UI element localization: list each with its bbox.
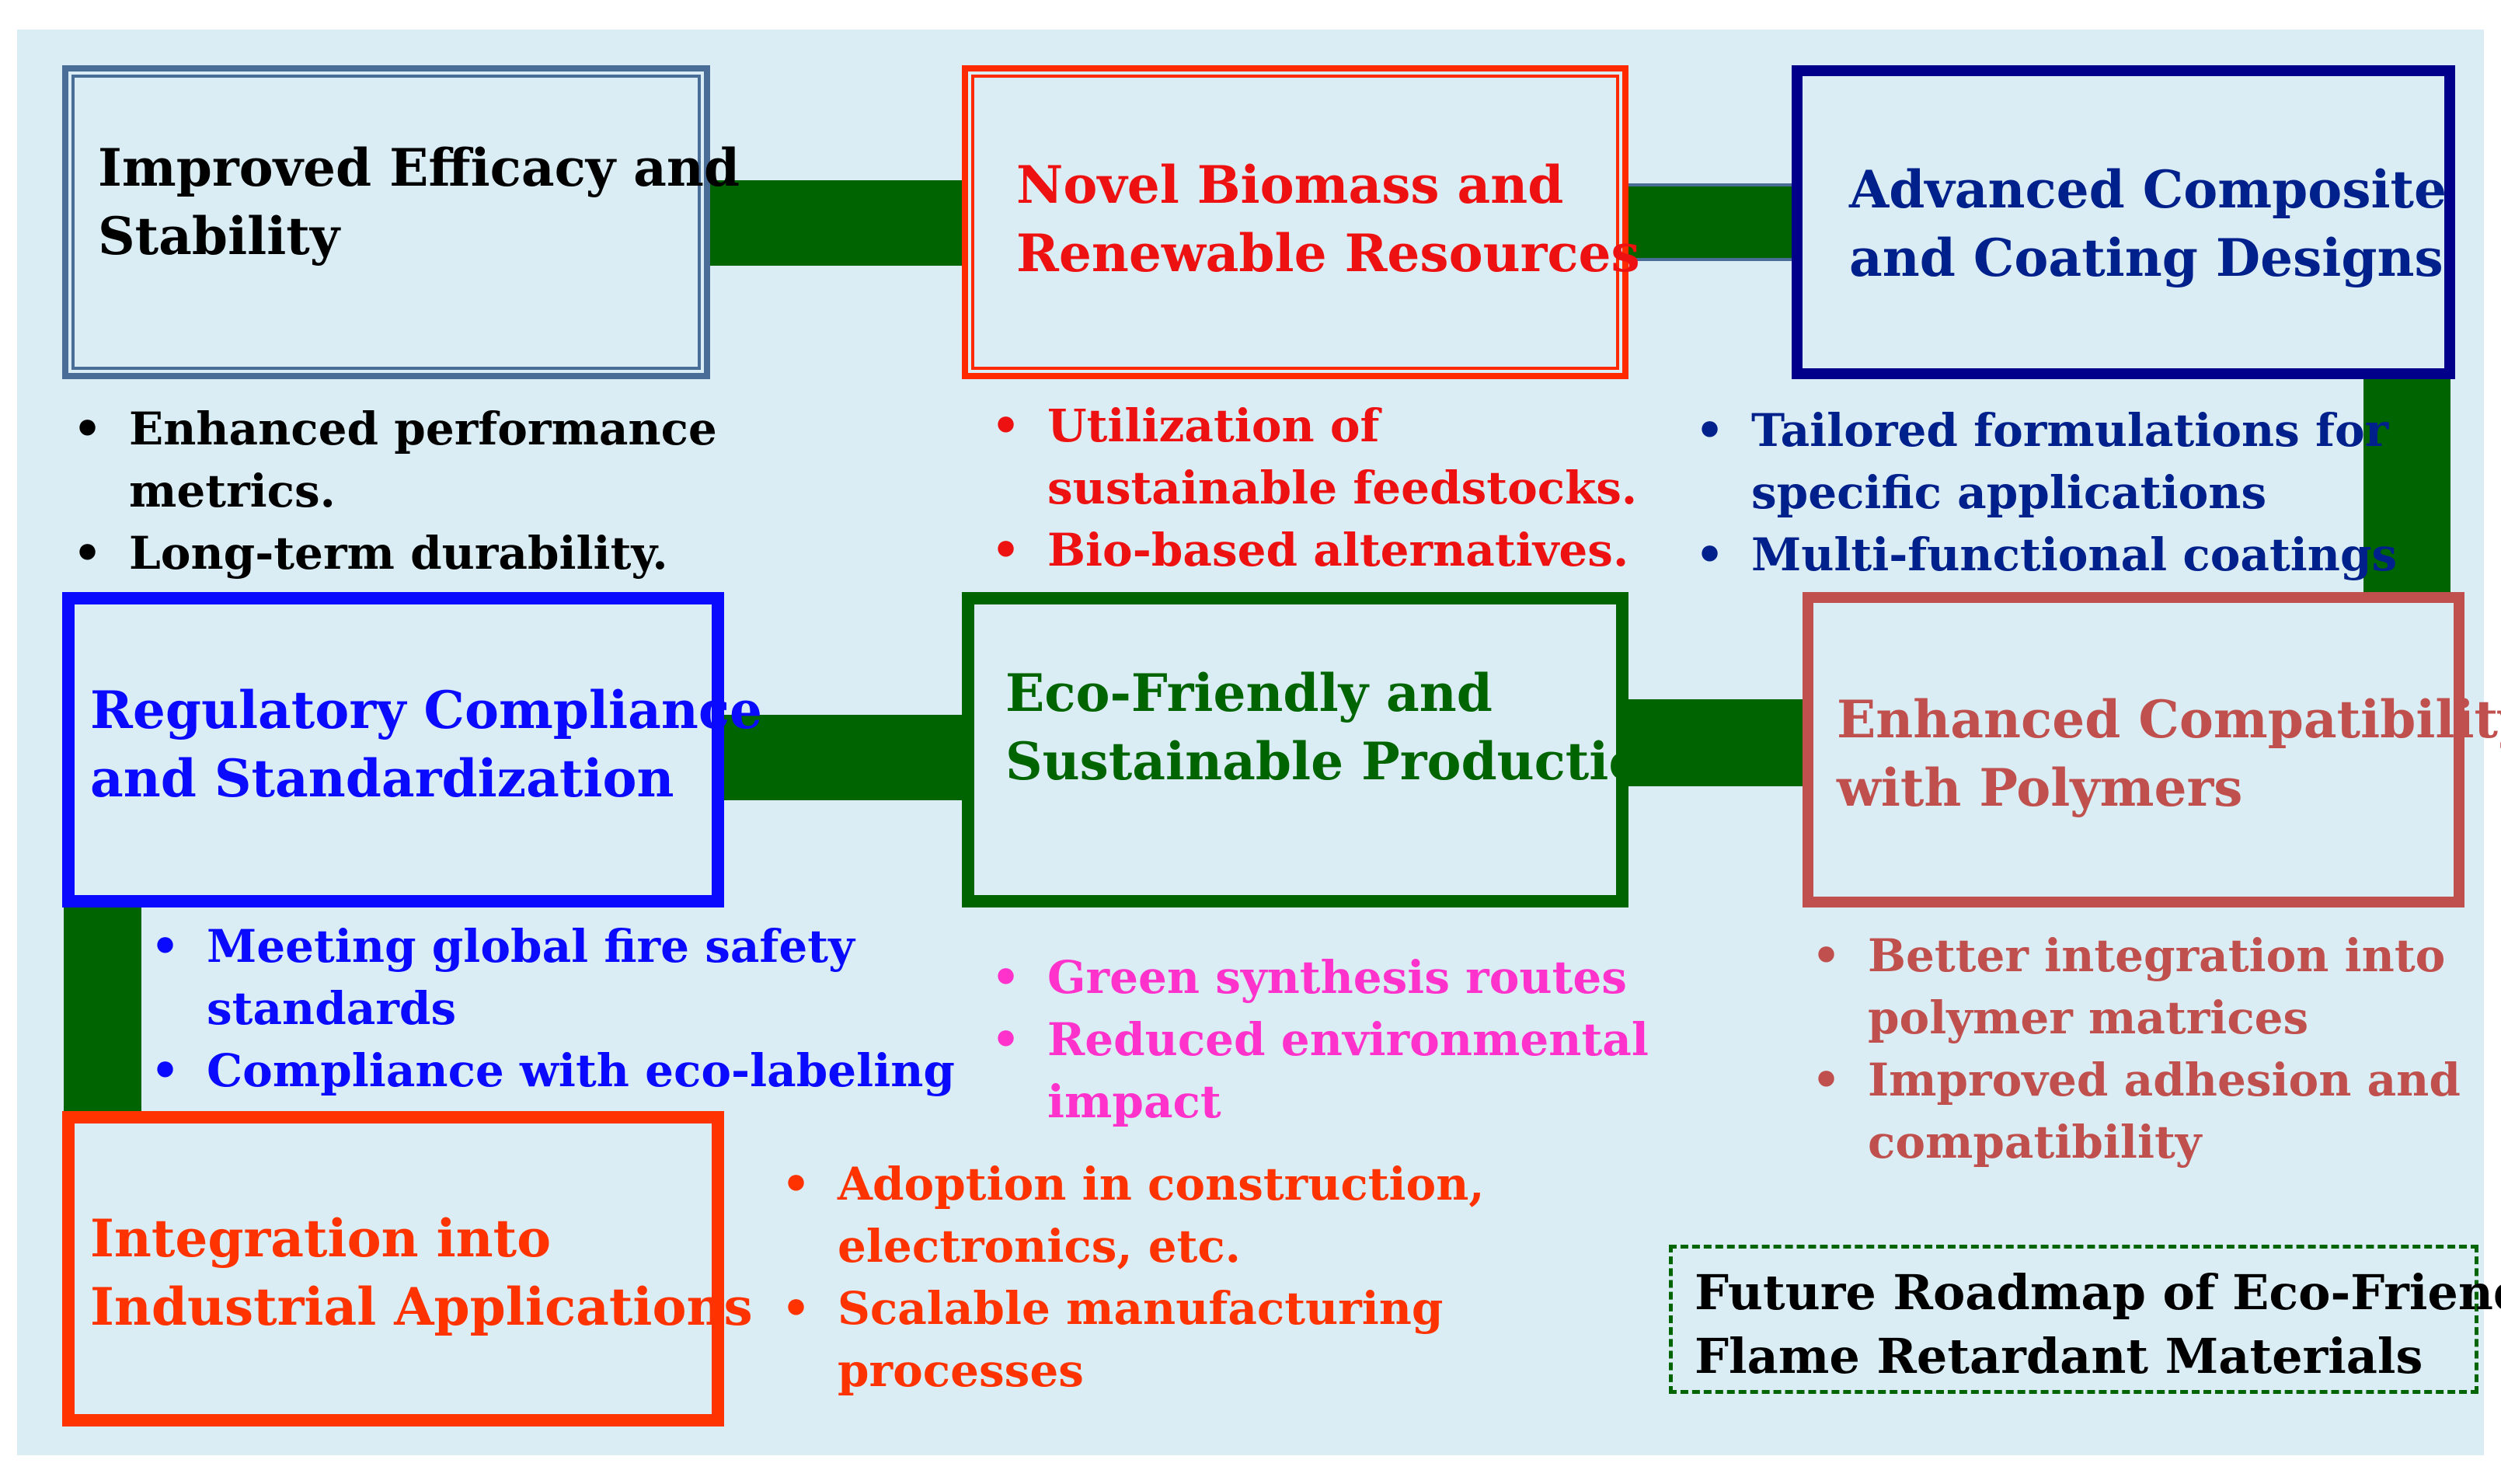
- integration-bullets: Adoption in construction, electronics, e…: [771, 1153, 1485, 1402]
- box-compatibility: Enhanced Compatibility with Polymers: [1803, 592, 2501, 907]
- connector-biomass-composite: [1624, 183, 1796, 261]
- biomass-title: Novel Biomass and Renewable Resources: [1016, 151, 1640, 287]
- box-efficacy: Improved Efficacy and Stability: [62, 65, 740, 379]
- compatibility-title-line-2: with Polymers: [1837, 758, 2243, 818]
- efficacy-title-line-2: Stability: [98, 206, 340, 266]
- biomass-bullet-1-cont: sustainable feedstocks.: [1047, 462, 1638, 514]
- regulatory-title: Regulatory Compliance and Standardizatio…: [90, 676, 762, 813]
- compatibility-title: Enhanced Compatibility with Polymers: [1837, 685, 2501, 822]
- eco-friendly-bullet-2: Reduced environmental: [981, 1008, 1649, 1071]
- integration-bullet-2-cont: processes: [838, 1344, 1084, 1397]
- biomass-title-line-1: Novel Biomass and: [1016, 155, 1564, 215]
- regulatory-bullet-1: Meeting global fire safety: [140, 915, 955, 977]
- composite-bullet-1-cont: specific applications: [1751, 466, 2267, 519]
- integration-bullet-1: Adoption in construction,: [771, 1153, 1485, 1215]
- efficacy-title-line-1: Improved Efficacy and: [98, 138, 740, 198]
- compatibility-bullets: Better integration into polymer matrices…: [1801, 925, 2461, 1173]
- roadmap-caption-line-2: Flame Retardant Materials: [1695, 1328, 2423, 1385]
- integration-bullet-1-cont: electronics, etc.: [838, 1220, 1241, 1273]
- box-regulatory: Regulatory Compliance and Standardizatio…: [62, 592, 762, 907]
- integration-title: Integration into Industrial Applications: [90, 1204, 753, 1341]
- composite-bullet-2: Multi-functional coatings: [1684, 524, 2397, 586]
- eco-friendly-bullet-1: Green synthesis routes: [981, 946, 1649, 1008]
- roadmap-caption-line-1: Future Roadmap of Eco-Friendly: [1695, 1264, 2501, 1321]
- regulatory-bullet-2: Compliance with eco-labeling: [140, 1040, 955, 1102]
- compatibility-bullet-1: Better integration into: [1801, 925, 2461, 987]
- eco-friendly-bullet-2-cont: impact: [1047, 1075, 1221, 1128]
- eco-friendly-title-line-1: Eco-Friendly and: [1005, 663, 1493, 723]
- composite-bullet-1: Tailored formulations for: [1684, 399, 2397, 462]
- biomass-bullets: Utilization of sustainable feedstocks. B…: [981, 395, 1637, 581]
- compatibility-title-line-1: Enhanced Compatibility: [1837, 689, 2501, 750]
- composite-title-line-1: Advanced Composite: [1849, 159, 2447, 220]
- efficacy-bullet-2: Long-term durability.: [62, 522, 717, 584]
- compatibility-bullet-2-cont: compatibility: [1868, 1116, 2202, 1169]
- biomass-title-line-2: Renewable Resources: [1016, 223, 1640, 284]
- box-composite: Advanced Composite and Coating Designs: [1792, 65, 2455, 379]
- regulatory-bullet-1-cont: standards: [207, 982, 457, 1035]
- box-biomass: Novel Biomass and Renewable Resources: [962, 65, 1640, 379]
- integration-bullet-2: Scalable manufacturing: [771, 1277, 1485, 1339]
- regulatory-title-line-1: Regulatory Compliance: [90, 680, 763, 740]
- integration-title-line-1: Integration into: [90, 1208, 552, 1269]
- composite-bullets: Tailored formulations for specific appli…: [1684, 399, 2397, 586]
- connector-regulatory-eco: [716, 715, 967, 800]
- efficacy-bullet-1-cont: metrics.: [129, 465, 336, 517]
- roadmap-caption-box: Future Roadmap of Eco-Friendly Flame Ret…: [1669, 1245, 2501, 1394]
- eco-friendly-bullets: Green synthesis routes Reduced environme…: [981, 946, 1649, 1133]
- compatibility-bullet-2: Improved adhesion and: [1801, 1049, 2461, 1111]
- box-integration: Integration into Industrial Applications: [62, 1111, 753, 1427]
- integration-title-line-2: Industrial Applications: [90, 1277, 753, 1337]
- biomass-bullet-1: Utilization of: [981, 395, 1637, 457]
- eco-friendly-title-line-2: Sustainable Production: [1005, 731, 1681, 792]
- connector-efficacy-biomass: [705, 180, 967, 266]
- efficacy-bullet-1: Enhanced performance: [62, 398, 717, 460]
- composite-title: Advanced Composite and Coating Designs: [1849, 155, 2447, 292]
- connector-regulatory-integration: [64, 901, 141, 1116]
- connector-eco-compatibility: [1624, 699, 1813, 786]
- composite-title-line-2: and Coating Designs: [1849, 228, 2444, 288]
- eco-friendly-title: Eco-Friendly and Sustainable Production: [1005, 659, 1680, 796]
- efficacy-bullets: Enhanced performance metrics. Long-term …: [62, 398, 717, 584]
- roadmap-caption: Future Roadmap of Eco-Friendly Flame Ret…: [1695, 1261, 2501, 1388]
- box-eco-friendly: Eco-Friendly and Sustainable Production: [962, 592, 1680, 907]
- efficacy-title: Improved Efficacy and Stability: [98, 134, 740, 270]
- compatibility-bullet-1-cont: polymer matrices: [1868, 991, 2309, 1044]
- regulatory-title-line-2: and Standardization: [90, 748, 674, 809]
- biomass-bullet-2: Bio-based alternatives.: [981, 519, 1637, 581]
- regulatory-bullets: Meeting global fire safety standards Com…: [140, 915, 955, 1102]
